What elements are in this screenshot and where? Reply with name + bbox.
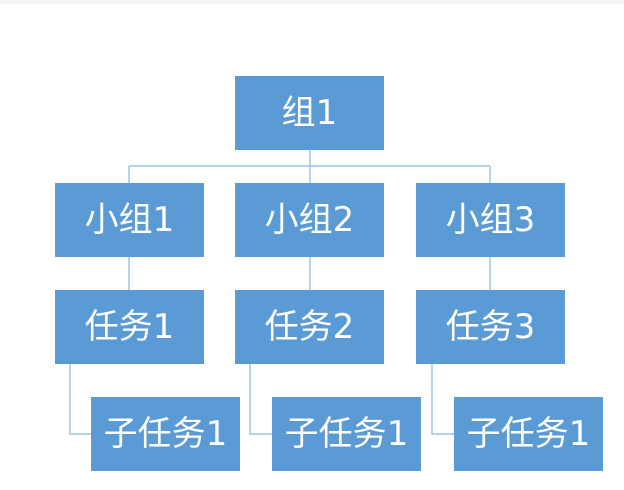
group-node-1[interactable]: 小组1	[55, 183, 204, 257]
connector-task-1-subtask-1	[69, 364, 91, 435]
group-node-1-label: 小组1	[84, 200, 175, 240]
group-node-3-label: 小组3	[445, 200, 536, 240]
root-node-label: 组1	[281, 93, 338, 133]
subtask-node-1[interactable]: 子任务1	[91, 397, 240, 471]
task-node-2[interactable]: 任务2	[235, 290, 384, 364]
task-node-3-label: 任务3	[445, 307, 536, 347]
subtask-node-3-label: 子任务1	[466, 414, 591, 454]
subtask-node-2[interactable]: 子任务1	[272, 397, 421, 471]
root-node[interactable]: 组1	[235, 76, 384, 150]
group-node-3[interactable]: 小组3	[416, 183, 565, 257]
group-node-2[interactable]: 小组2	[235, 183, 384, 257]
connector-task-2-subtask-2	[249, 364, 272, 435]
subtask-node-3[interactable]: 子任务1	[454, 397, 603, 471]
connector-task-3-subtask-3	[431, 364, 454, 435]
task-node-1-label: 任务1	[84, 307, 175, 347]
task-node-2-label: 任务2	[264, 307, 355, 347]
task-node-1[interactable]: 任务1	[55, 290, 204, 364]
subtask-node-2-label: 子任务1	[284, 414, 409, 454]
group-node-2-label: 小组2	[264, 200, 355, 240]
subtask-node-1-label: 子任务1	[103, 414, 228, 454]
top-border	[0, 0, 624, 4]
task-node-3[interactable]: 任务3	[416, 290, 565, 364]
